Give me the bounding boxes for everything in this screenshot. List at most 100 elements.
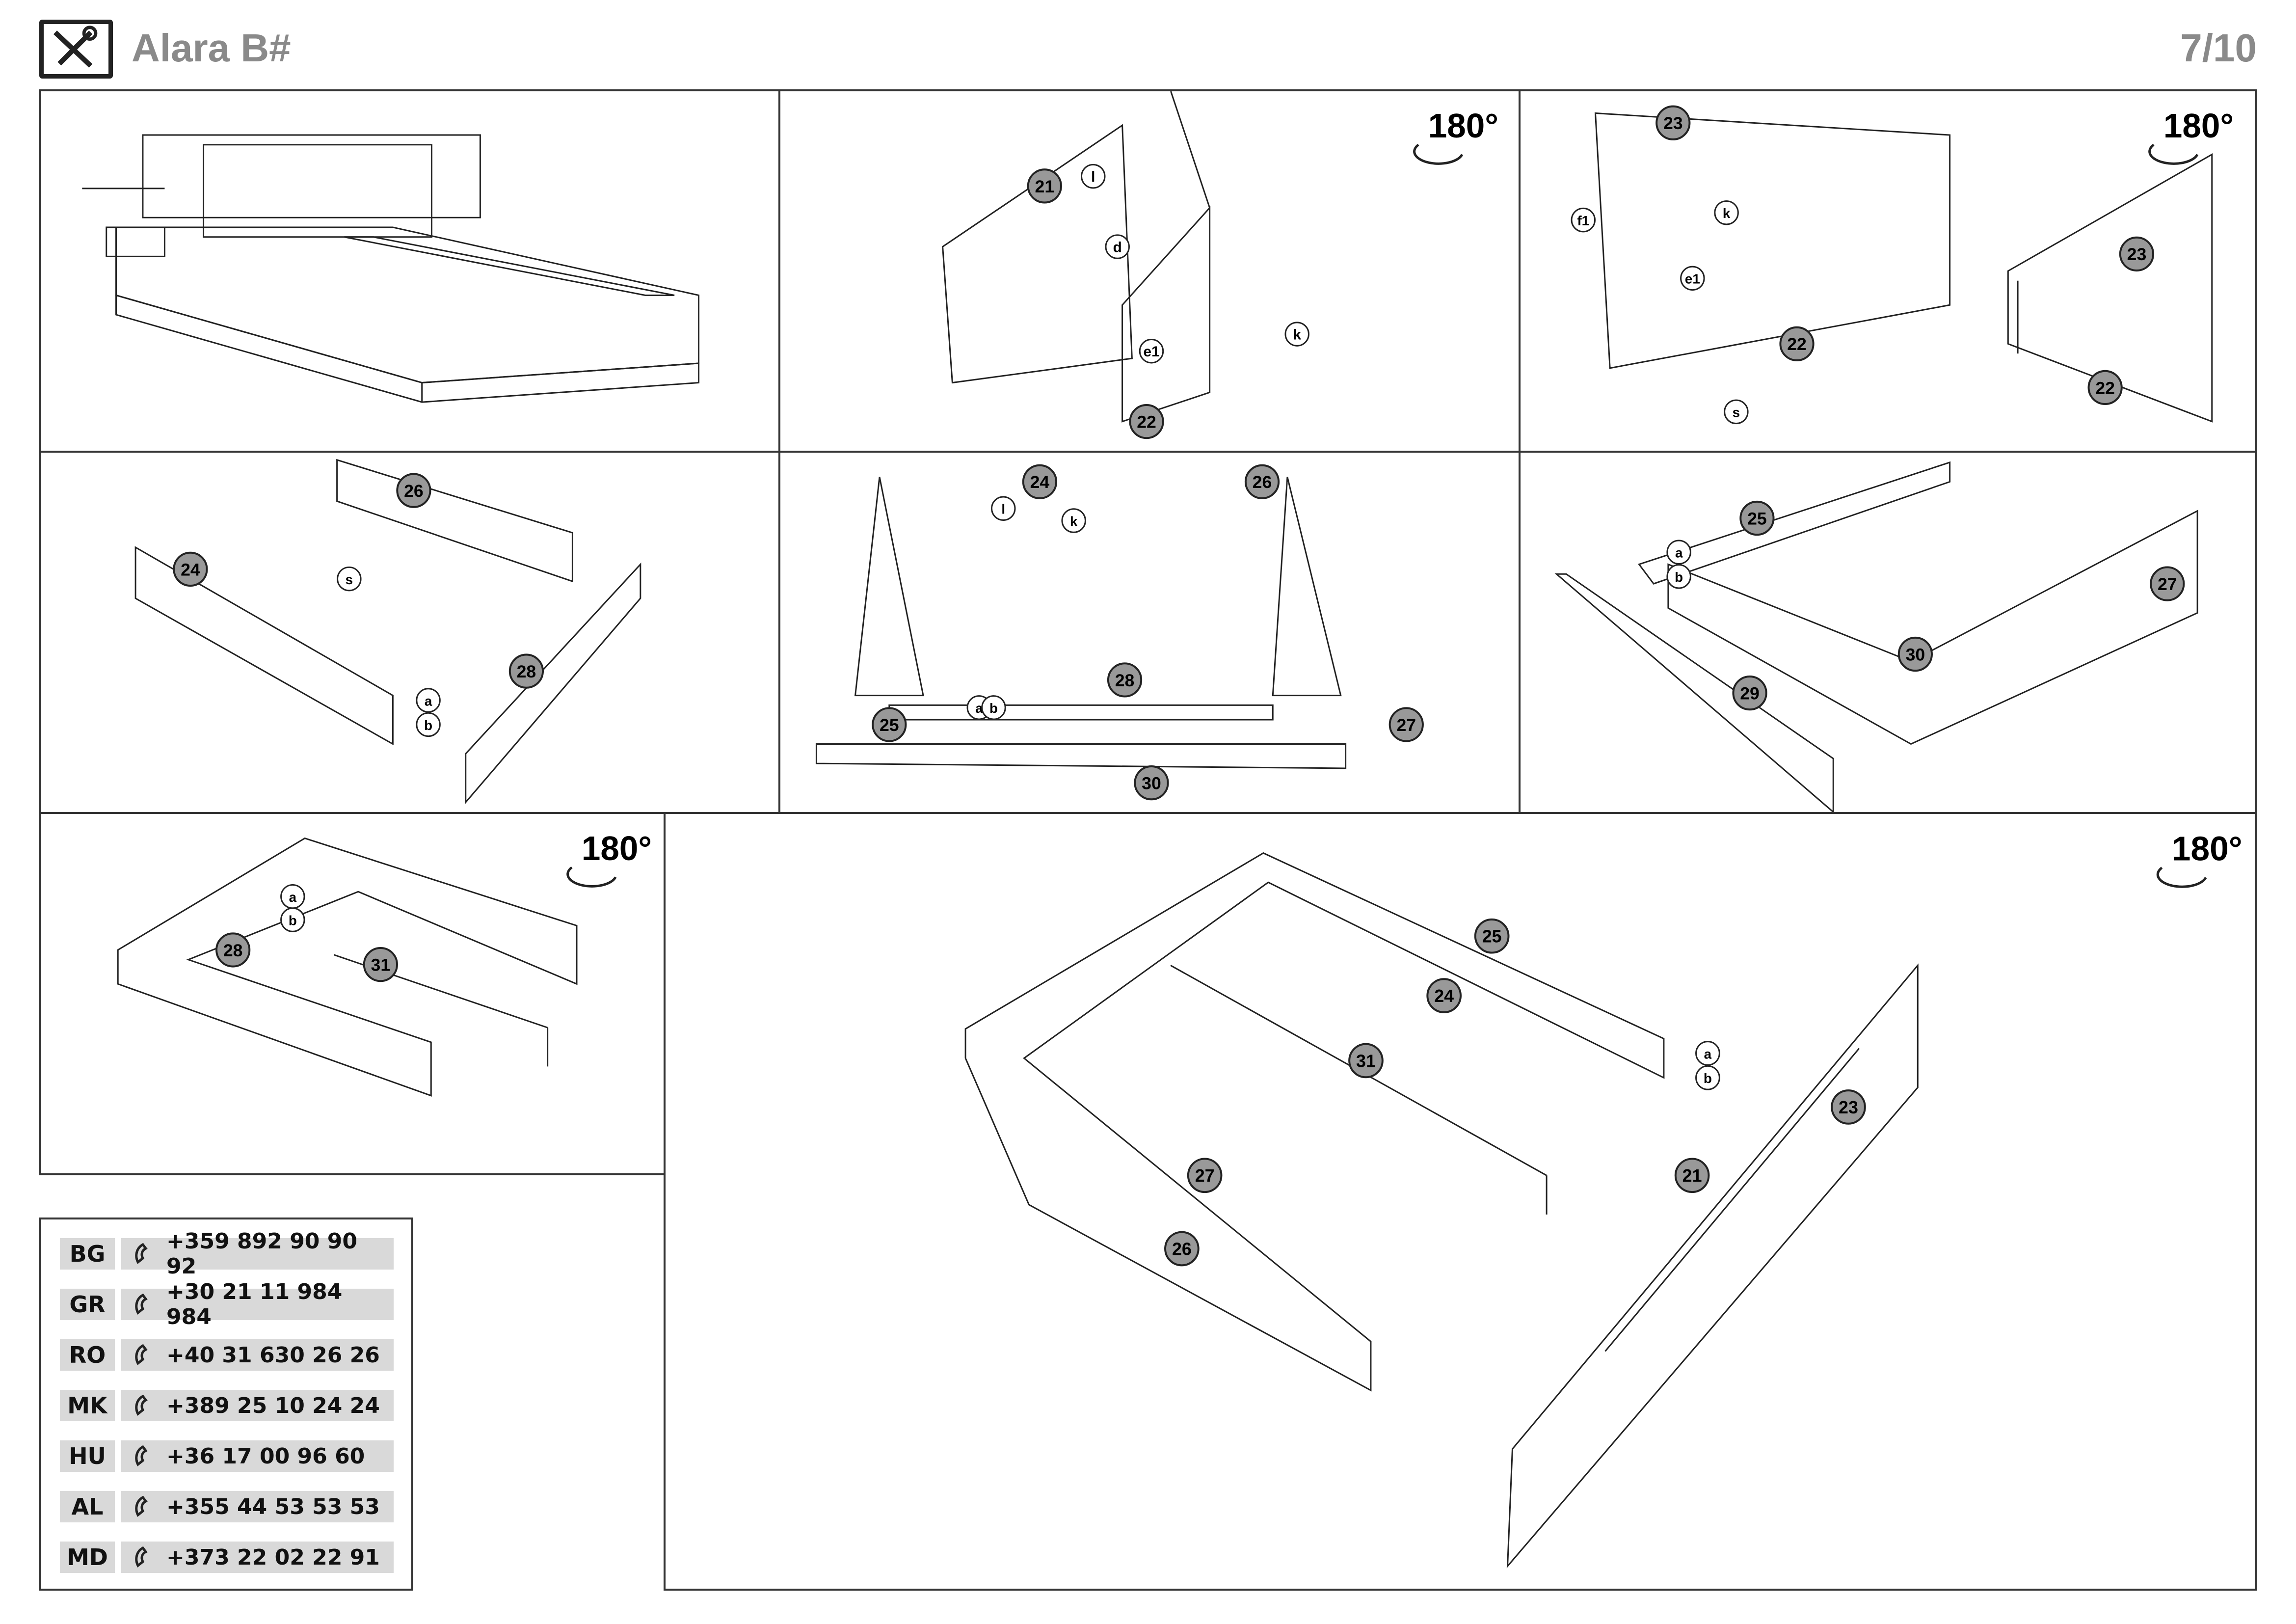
phone-cell: +30 21 11 984 984	[121, 1279, 394, 1329]
phone-icon	[135, 1546, 148, 1568]
svg-text:180°: 180°	[1428, 107, 1498, 145]
svg-text:25: 25	[1482, 927, 1502, 947]
svg-text:27: 27	[1195, 1166, 1215, 1186]
phone-number: +373 22 02 22 91	[166, 1544, 380, 1570]
svg-text:26: 26	[1172, 1239, 1192, 1259]
contact-row: AL +355 44 53 53 53	[60, 1491, 394, 1522]
step-frame-assembly-illustration: 25 27 30 29 a b	[1554, 461, 2198, 812]
phone-cell: +355 44 53 53 53	[121, 1491, 394, 1522]
svg-text:30: 30	[1906, 645, 1925, 664]
svg-text:23: 23	[2127, 244, 2147, 264]
svg-text:b: b	[289, 913, 297, 928]
step-headboard-right-illustration: 180° 23 22 23 22 f1 k e1 s	[1571, 105, 2234, 425]
svg-text:a: a	[1704, 1046, 1712, 1061]
svg-text:27: 27	[1396, 715, 1416, 735]
panel-step-frame-assembly: 25 27 30 29 a b	[1519, 451, 2257, 814]
svg-text:25: 25	[880, 715, 899, 735]
contact-row: RO +40 31 630 26 26	[60, 1339, 394, 1371]
phone-icon	[135, 1243, 148, 1264]
svg-text:b: b	[989, 701, 998, 716]
svg-text:b: b	[424, 718, 432, 733]
svg-text:22: 22	[1137, 412, 1156, 432]
svg-text:27: 27	[2158, 574, 2177, 594]
svg-text:24: 24	[1030, 472, 1050, 492]
service-contacts-table: BG +359 892 90 90 92 GR +30 21 11 984 98…	[39, 1218, 413, 1591]
phone-icon	[135, 1495, 148, 1517]
rotate-180-icon: 180°	[566, 829, 652, 888]
svg-text:e1: e1	[1143, 344, 1159, 360]
phone-number: +355 44 53 53 53	[166, 1494, 380, 1519]
svg-text:180°: 180°	[2163, 107, 2234, 145]
svg-text:31: 31	[371, 955, 391, 975]
phone-cell: +36 17 00 96 60	[121, 1440, 394, 1472]
tools-icon	[39, 20, 113, 79]
svg-text:31: 31	[1356, 1051, 1376, 1071]
step-final-assembly-illustration: 180° 25 24 31 21 23 27 26 a b	[964, 830, 2243, 1569]
svg-text:e1: e1	[1685, 271, 1700, 287]
rotate-180-icon: 180°	[2148, 107, 2234, 165]
country-code: HU	[60, 1440, 115, 1472]
country-code: RO	[60, 1339, 115, 1371]
svg-text:k: k	[1070, 514, 1078, 529]
document-title: Alara B#	[132, 26, 291, 70]
phone-number: +359 892 90 90 92	[166, 1229, 357, 1279]
svg-text:28: 28	[1115, 671, 1135, 690]
country-code: AL	[60, 1491, 115, 1522]
rotate-180-icon: 180°	[1413, 107, 1498, 165]
svg-text:29: 29	[1740, 684, 1760, 704]
svg-text:30: 30	[1142, 774, 1161, 793]
svg-text:a: a	[425, 693, 432, 708]
svg-text:25: 25	[1747, 509, 1767, 528]
svg-text:s: s	[346, 572, 353, 587]
phone-cell: +389 25 10 24 24	[121, 1390, 394, 1421]
svg-text:a: a	[1675, 545, 1683, 561]
svg-text:26: 26	[404, 481, 424, 501]
svg-text:24: 24	[181, 560, 200, 579]
panel-step-side-rails: 26 24 28 s a b	[39, 451, 780, 814]
country-code: MK	[60, 1390, 115, 1421]
svg-text:a: a	[975, 701, 983, 716]
svg-text:24: 24	[1434, 986, 1454, 1006]
step-side-rails-illustration: 26 24 28 s a b	[134, 459, 641, 805]
contact-row: MK +389 25 10 24 24	[60, 1390, 394, 1421]
panel-step-final-assembly: 180° 25 24 31 21 23 27 26 a b	[664, 812, 2257, 1591]
svg-text:b: b	[1675, 569, 1683, 585]
svg-text:k: k	[1293, 326, 1301, 343]
panel-step-headboard-right: 180° 23 22 23 22 f1 k e1 s	[1519, 89, 2257, 453]
svg-text:28: 28	[223, 941, 243, 960]
contact-row: MD +373 22 02 22 91	[60, 1542, 394, 1573]
phone-number: +30 21 11 984 984	[166, 1279, 343, 1329]
panel-assembled-bed	[39, 89, 780, 453]
svg-text:22: 22	[2095, 378, 2115, 398]
panel-step-center-rail: 180° 28 31 a b	[39, 812, 666, 1175]
panel-step-frame-base: 24 26 28 25 27 30 l k a b	[778, 451, 1521, 814]
svg-text:26: 26	[1253, 472, 1272, 492]
svg-text:s: s	[1733, 405, 1740, 420]
svg-text:d: d	[1113, 239, 1122, 255]
step-frame-base-illustration: 24 26 28 25 27 30 l k a b	[815, 464, 1424, 801]
phone-number: +40 31 630 26 26	[166, 1342, 380, 1368]
svg-text:l: l	[1001, 502, 1005, 517]
contact-row: HU +36 17 00 96 60	[60, 1440, 394, 1472]
svg-text:f1: f1	[1577, 213, 1589, 228]
svg-text:23: 23	[1839, 1098, 1858, 1117]
svg-text:l: l	[1091, 169, 1095, 185]
page-number: 7/10	[2180, 26, 2257, 70]
country-code: GR	[60, 1289, 115, 1320]
step-center-rail-illustration: 180° 28 31 a b	[117, 829, 652, 1097]
svg-text:22: 22	[1787, 334, 1807, 354]
panel-step-headboard-left: 180° 21 22 l d e1 k	[778, 89, 1521, 453]
svg-text:b: b	[1704, 1071, 1712, 1086]
country-code: BG	[60, 1238, 115, 1270]
svg-text:21: 21	[1035, 177, 1055, 196]
contact-row: BG +359 892 90 90 92	[60, 1229, 394, 1279]
phone-icon	[135, 1445, 148, 1466]
svg-text:180°: 180°	[2172, 830, 2243, 868]
part-badge	[1129, 404, 1164, 439]
bed-overview-illustration	[82, 134, 700, 403]
contact-row: GR +30 21 11 984 984	[60, 1279, 394, 1329]
phone-number: +389 25 10 24 24	[166, 1393, 380, 1418]
phone-icon	[135, 1394, 148, 1416]
phone-icon	[135, 1344, 148, 1365]
country-code: MD	[60, 1542, 115, 1573]
